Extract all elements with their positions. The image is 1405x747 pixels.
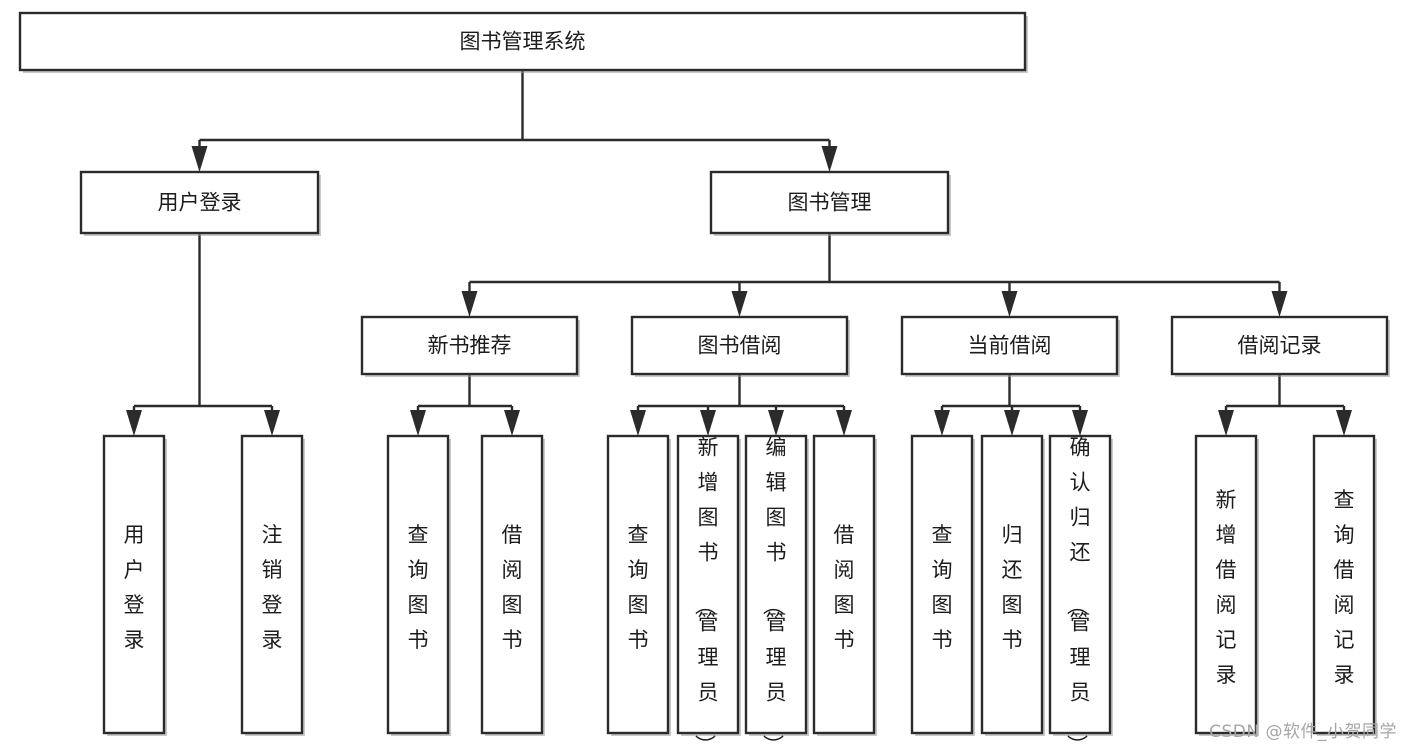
arrow-head-icon-leaf-3 xyxy=(410,410,426,436)
arrow-head-icon-leaf-12 xyxy=(1218,410,1234,436)
node-box[interactable] xyxy=(980,434,1044,735)
node-box[interactable] xyxy=(79,170,320,235)
node-box[interactable] xyxy=(360,315,579,376)
node-current[interactable]: 当前借阅 xyxy=(900,315,1120,377)
node-label: 借阅记录 xyxy=(1238,334,1322,358)
node-label: 借阅图书 xyxy=(502,523,523,652)
node-box[interactable] xyxy=(900,315,1119,376)
node-box[interactable] xyxy=(709,170,950,235)
arrow-head-icon-leaf-4 xyxy=(504,410,520,436)
node-box[interactable] xyxy=(1194,434,1258,735)
node-label: 新增图书（管理员） xyxy=(693,435,719,747)
node-box[interactable] xyxy=(812,434,876,735)
arrow-head-icon-leaf-11 xyxy=(1072,410,1088,436)
node-label: 查询图书 xyxy=(628,523,649,652)
node-box[interactable] xyxy=(606,434,670,735)
node-box[interactable] xyxy=(1170,315,1389,376)
node-leaf-12[interactable]: 新增借阅记录 xyxy=(1194,434,1259,736)
node-leaf-5[interactable]: 查询图书 xyxy=(606,434,671,736)
node-box[interactable] xyxy=(102,434,166,735)
node-root[interactable]: 图书管理系统 xyxy=(18,11,1028,73)
node-label: 归还图书 xyxy=(1002,523,1023,652)
node-leaf-2[interactable]: 注销登录 xyxy=(240,434,305,736)
arrow-head-icon-leaf-1 xyxy=(126,410,142,436)
node-records[interactable]: 借阅记录 xyxy=(1170,315,1390,377)
node-box[interactable] xyxy=(630,315,849,376)
arrow-head-icon-current xyxy=(1001,291,1018,317)
arrow-head-icon-leaf-9 xyxy=(934,410,950,436)
node-label: 查询图书 xyxy=(932,523,953,652)
arrow-head-icon-leaf-2 xyxy=(264,410,280,436)
arrow-head-icon-bookmgmt xyxy=(821,146,838,172)
node-label: 图书管理 xyxy=(788,191,872,215)
arrow-head-icon-records xyxy=(1271,291,1288,317)
node-box[interactable] xyxy=(744,434,808,735)
arrow-head-icon-leaf-8 xyxy=(836,410,852,436)
node-label: 图书管理系统 xyxy=(460,30,586,54)
node-label: 查询借阅记录 xyxy=(1334,488,1355,687)
node-label: 用户登录 xyxy=(158,191,242,215)
arrow-head-icon-leaf-6 xyxy=(700,410,716,436)
node-label: 新书推荐 xyxy=(428,334,512,358)
node-borrow[interactable]: 图书借阅 xyxy=(630,315,850,377)
node-box[interactable] xyxy=(910,434,974,735)
node-bookmgmt[interactable]: 图书管理 xyxy=(709,170,951,236)
node-leaf-11[interactable]: 确认归还（管理员） xyxy=(1048,434,1113,747)
arrow-head-icon-login xyxy=(191,146,208,172)
arrow-head-icon-leaf-5 xyxy=(630,410,646,436)
node-label: 新增借阅记录 xyxy=(1216,488,1237,687)
node-box[interactable] xyxy=(480,434,544,735)
node-label: 编辑图书（管理员） xyxy=(761,435,787,747)
node-label: 用户登录 xyxy=(124,523,145,652)
node-box[interactable] xyxy=(1312,434,1376,735)
node-label: 注销登录 xyxy=(262,523,283,652)
arrow-head-icon-leaf-10 xyxy=(1004,410,1020,436)
edges-layer xyxy=(126,70,1352,436)
node-leaf-7[interactable]: 编辑图书（管理员） xyxy=(744,434,809,747)
node-leaf-13[interactable]: 查询借阅记录 xyxy=(1312,434,1377,736)
node-leaf-3[interactable]: 查询图书 xyxy=(386,434,451,736)
node-label: 当前借阅 xyxy=(968,334,1052,358)
node-leaf-1[interactable]: 用户登录 xyxy=(102,434,167,736)
node-leaf-9[interactable]: 查询图书 xyxy=(910,434,975,736)
node-leaf-8[interactable]: 借阅图书 xyxy=(812,434,877,736)
node-label: 确认归还（管理员） xyxy=(1065,435,1091,747)
nodes-layer: 图书管理系统用户登录图书管理新书推荐图书借阅当前借阅借阅记录用户登录注销登录查询… xyxy=(18,11,1390,747)
node-box[interactable] xyxy=(676,434,740,735)
arrow-head-icon-leaf-13 xyxy=(1336,410,1352,436)
node-leaf-4[interactable]: 借阅图书 xyxy=(480,434,545,736)
node-box[interactable] xyxy=(1048,434,1112,735)
node-newbook[interactable]: 新书推荐 xyxy=(360,315,580,377)
node-box[interactable] xyxy=(386,434,450,735)
arrow-head-icon-leaf-7 xyxy=(768,410,784,436)
node-label: 查询图书 xyxy=(408,523,429,652)
node-label: 图书借阅 xyxy=(698,334,782,358)
node-login[interactable]: 用户登录 xyxy=(79,170,321,236)
node-leaf-6[interactable]: 新增图书（管理员） xyxy=(676,434,741,747)
node-leaf-10[interactable]: 归还图书 xyxy=(980,434,1045,736)
watermark-label: CSDN @软件_小贺同学 xyxy=(1209,722,1397,742)
arrow-head-icon-newbook xyxy=(461,291,478,317)
node-box[interactable] xyxy=(240,434,304,735)
arrow-head-icon-borrow xyxy=(731,291,748,317)
node-label: 借阅图书 xyxy=(834,523,855,652)
node-box[interactable] xyxy=(18,11,1027,72)
